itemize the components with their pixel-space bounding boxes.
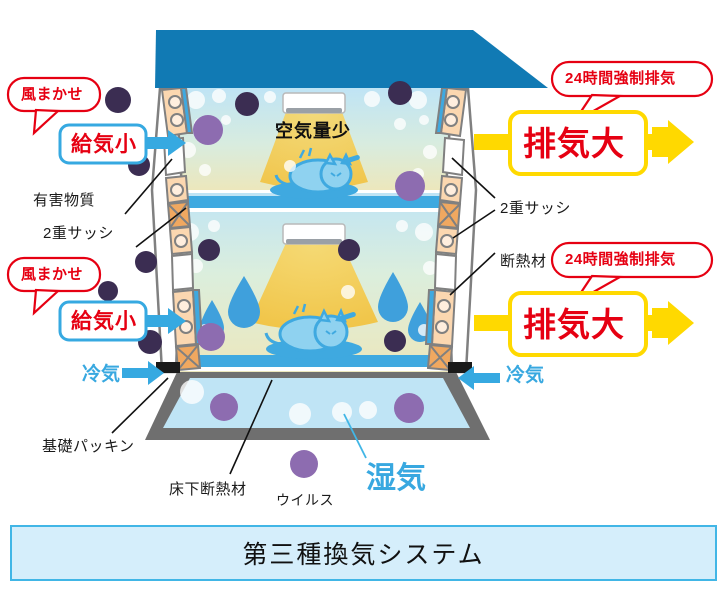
right-wall <box>424 86 478 374</box>
bubble-forced-exhaust-bottom: 24時間強制排気 <box>565 251 676 268</box>
callout-exhaust-bottom: 排気大 <box>523 306 625 343</box>
label-virus-legend: ウイルス <box>276 492 334 508</box>
air-conditioner-icon <box>282 92 346 245</box>
arrow-right-cyan-icon <box>122 130 500 390</box>
label-cold-air-right: 冷気 <box>506 365 545 386</box>
foundation-packing-bar <box>156 362 180 373</box>
bubble-wind-left-bottom: 風まかせ <box>21 266 84 283</box>
system-title-text: 第三種換気システム <box>242 541 485 569</box>
roof <box>155 30 548 88</box>
bubble-wind-left-top: 風まかせ <box>21 86 84 103</box>
label-insulation-material: 断熱材 <box>500 253 547 270</box>
humidity-leader-line <box>343 413 367 459</box>
floor-beam-group <box>175 196 451 371</box>
label-double-sash-left: 2重サッシ <box>43 225 114 242</box>
callout-supply-air-top: 給気小 <box>71 133 137 156</box>
system-title-banner: 第三種換気システム <box>10 525 717 581</box>
callout-exhaust-top: 排気大 <box>523 125 625 162</box>
label-cold-air-left: 冷気 <box>82 364 121 385</box>
callout-box-group <box>58 110 648 357</box>
foundation-slab <box>145 370 490 440</box>
callout-supply-air-bottom: 給気小 <box>71 310 137 333</box>
label-harmful-substance: 有害物質 <box>33 192 96 209</box>
label-double-sash-right: 2重サッシ <box>500 200 571 217</box>
speech-bubble-group <box>6 60 714 316</box>
label-air-volume-small: 空気量少 <box>275 121 351 141</box>
bubble-forced-exhaust-top: 24時間強制排気 <box>565 70 676 87</box>
label-foundation-packing: 基礎パッキン <box>42 438 135 455</box>
label-humidity: 湿気 <box>366 462 426 495</box>
leader-line-group <box>111 157 496 475</box>
sleeping-cat-icon <box>264 147 362 359</box>
label-underfloor-insulation: 床下断熱材 <box>169 481 247 498</box>
water-droplet-icon <box>200 272 432 342</box>
